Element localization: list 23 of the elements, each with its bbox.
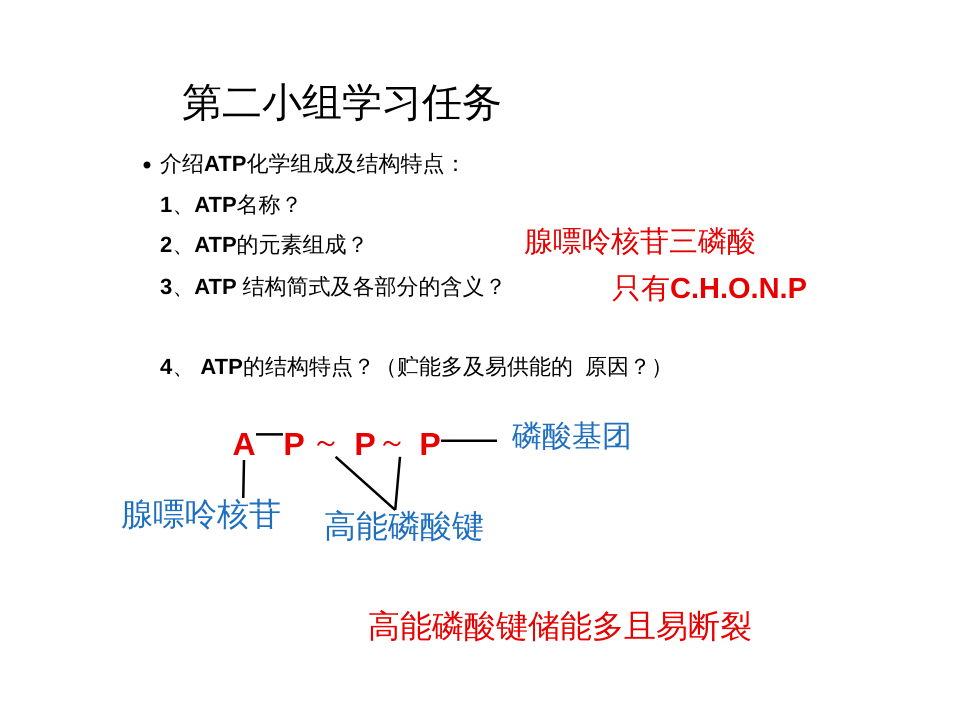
formula-letter: A — [232, 428, 256, 460]
leader-line — [256, 433, 283, 436]
high-energy-bond-symbol: ～ — [376, 428, 408, 460]
formula-letter: P — [283, 428, 305, 460]
leader-line — [394, 456, 402, 510]
leader-line — [441, 439, 497, 442]
text-line: 只有C.H.O.N.P — [612, 273, 807, 306]
text-line: 4、 ATP的结构特点？（贮能多及易供能的 原因？） — [160, 354, 673, 380]
formula-letter: P — [354, 428, 376, 460]
formula-letter: P — [419, 428, 441, 460]
high-energy-bond-symbol: ～ — [310, 428, 342, 460]
callout-text: 腺嘌呤核苷 — [113, 498, 289, 534]
text-line: 2、ATP的元素组成？ — [160, 232, 369, 258]
slide-title: 第二小组学习任务 — [182, 80, 502, 126]
leader-line — [334, 456, 396, 511]
text-line: 腺嘌呤核苷三磷酸 — [524, 226, 756, 260]
callout-text: 磷酸基团 — [497, 422, 647, 456]
text-line: 3、ATP 结构简式及各部分的含义？ — [160, 274, 507, 300]
bullet-text: 介绍ATP化学组成及结构特点： — [160, 151, 466, 176]
leader-line — [242, 460, 246, 498]
text-line: 1、ATP名称？ — [160, 192, 303, 218]
callout-text: 高能磷酸键 — [316, 510, 492, 546]
text-line: 高能磷酸键储能多且易断裂 — [368, 608, 752, 645]
